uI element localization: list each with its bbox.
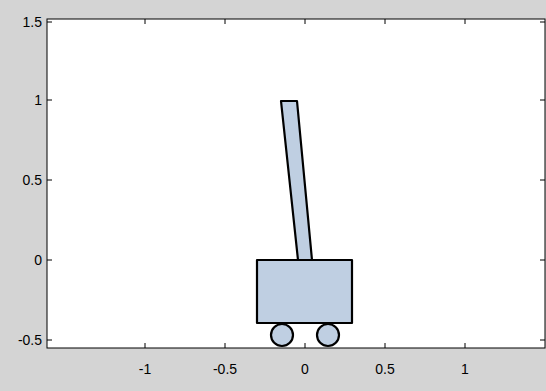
pole <box>281 101 312 260</box>
tick-label: 0 <box>34 253 42 267</box>
wheel <box>271 324 293 346</box>
tick-label: 1 <box>461 362 469 376</box>
tick-label: -0.5 <box>213 362 237 376</box>
wheel <box>317 324 339 346</box>
tick-label: 0.5 <box>23 173 42 187</box>
cart-body <box>257 260 352 323</box>
tick-marks <box>47 19 545 348</box>
tick-label: -1 <box>139 362 151 376</box>
axes-box <box>47 19 545 348</box>
tick-label: 1.5 <box>23 15 42 29</box>
tick-label: 1 <box>34 93 42 107</box>
tick-label: 0 <box>301 362 309 376</box>
tick-label: 0.5 <box>375 362 394 376</box>
tick-label: -0.5 <box>18 333 42 347</box>
cart-pole <box>257 101 352 346</box>
